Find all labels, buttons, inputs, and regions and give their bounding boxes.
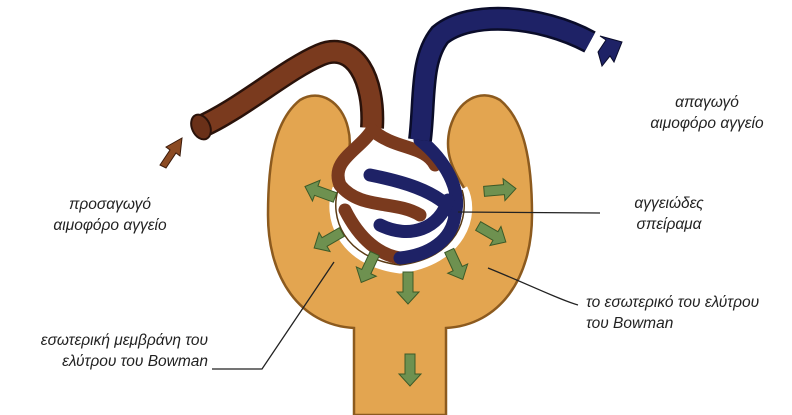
label-line: αγγειώδες	[604, 193, 734, 214]
glomerulus-capillaries	[338, 130, 457, 258]
label-line: το εσωτερικό του ελύτρου	[586, 292, 759, 313]
label-glomerulus: αγγειώδες σπείραμα	[604, 193, 734, 235]
label-line: ελύτρου του Bowman	[6, 351, 208, 372]
inflow-arrow-icon	[160, 138, 182, 168]
label-capsule-interior: το εσωτερικό του ελύτρου του Bowman	[586, 292, 759, 334]
label-line: εσωτερική μεμβράνη του	[6, 330, 208, 351]
label-line: αιμοφόρο αγγείο	[20, 215, 200, 236]
label-line: προσαγωγό	[20, 194, 200, 215]
label-line: του Bowman	[586, 313, 759, 334]
label-inner-membrane: εσωτερική μεμβράνη του ελύτρου του Bowma…	[6, 330, 208, 372]
label-line: αιμοφόρο αγγείο	[632, 113, 782, 134]
label-efferent-vessel: απαγωγό αιμοφόρο αγγείο	[632, 92, 782, 134]
outflow-arrow-icon	[598, 36, 622, 66]
label-line: σπείραμα	[604, 214, 734, 235]
label-line: απαγωγό	[632, 92, 782, 113]
label-afferent-vessel: προσαγωγό αιμοφόρο αγγείο	[20, 194, 200, 236]
